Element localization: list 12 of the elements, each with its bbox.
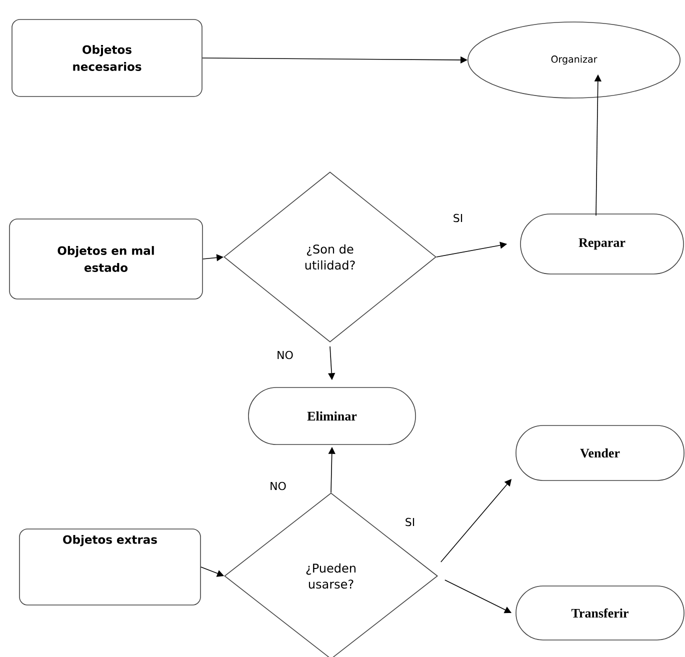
rounded-box: Eliminar <box>248 387 416 445</box>
process-box: Objetos extras <box>19 528 201 606</box>
edge-label: SI <box>404 516 416 528</box>
process-box: Objetos necesarios <box>12 19 202 97</box>
ellipse-node: Organizar <box>468 22 680 98</box>
edge-label: NO <box>268 480 288 492</box>
rounded-box: Reparar <box>520 214 684 274</box>
edge-label: SI <box>452 212 464 224</box>
process-box: Objetos en mal estado <box>9 218 203 300</box>
rounded-box: Transferir <box>516 586 684 640</box>
edge-label: NO <box>276 350 294 360</box>
rounded-box: Vender <box>516 425 684 481</box>
